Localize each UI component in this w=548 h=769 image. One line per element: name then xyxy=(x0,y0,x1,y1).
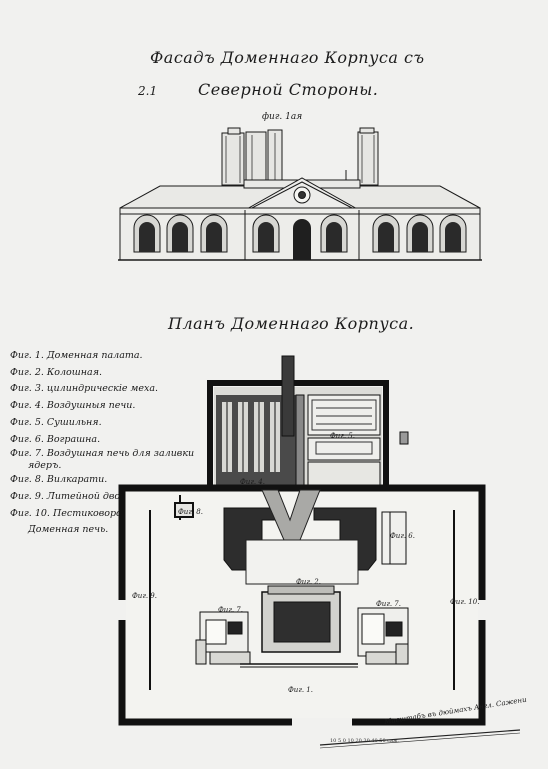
plan-casting-pit xyxy=(261,585,341,653)
scale-numbers: 10 5 0 10 20 30 40 50 саж. xyxy=(330,738,400,744)
facade-window-opening xyxy=(206,222,222,252)
plan-title: Планъ Доменнаго Корпуса. xyxy=(168,314,415,333)
facade-window-opening xyxy=(139,222,155,252)
plan-label-fig7b: Фиг. 7. xyxy=(376,600,401,608)
legend-item: Фиг. 8. Вилкарати. xyxy=(10,474,108,486)
facade-title-line1: Фасадъ Доменнаго Корпуса съ xyxy=(150,48,425,67)
plan-label-fig5: Фиг. 5. xyxy=(330,432,355,440)
plan-upper-block xyxy=(207,355,409,494)
facade-window-opening xyxy=(258,222,274,252)
plan-legend: Фиг. 1. Доменная палата. Фиг. 2. Колошна… xyxy=(10,348,210,539)
facade-figure-number: 2.1 xyxy=(138,84,158,98)
facade-window-opening xyxy=(326,222,342,252)
legend-item: Фиг. 9. Литейной дворъ. xyxy=(10,490,136,502)
plan-label-fig4: Фиг. 4. xyxy=(240,478,265,486)
legend-item: Фиг. 4. Воздушныя печи. xyxy=(10,400,136,412)
legend-item: Фиг. 1. Доменная палата. xyxy=(10,350,143,361)
plan-air-furnace-right xyxy=(357,607,409,665)
facade-title-line2: Северной Стороны. xyxy=(198,80,379,99)
facade-window-opening xyxy=(445,222,461,252)
plan-inner-walls xyxy=(149,495,455,690)
legend-item: Фиг. 6. Вограшна. xyxy=(10,433,101,445)
legend-item: Доменная печь. xyxy=(28,524,109,536)
chimney-right xyxy=(357,127,379,186)
legend-item: Фиг. 7. Воздушная печь для заливки xyxy=(10,448,195,460)
chimney-center xyxy=(245,129,283,186)
legend-item: Фиг. 2. Колошная. xyxy=(10,366,102,378)
scale-bar xyxy=(319,729,521,749)
plan-label-fig6: Фиг. 6. xyxy=(390,532,415,540)
legend-item: ядеръ. xyxy=(28,460,62,472)
plan-air-furnace-left xyxy=(195,611,251,665)
plan-label-fig8: Фиг. 8. xyxy=(178,508,203,516)
facade-windows xyxy=(133,214,467,260)
plan-label-fig2: Фиг. 2. xyxy=(296,578,321,586)
facade-figure-label: фиг. 1ая xyxy=(262,112,303,122)
legend-item: Фиг. 3. цилиндрическiе меха. xyxy=(10,383,159,395)
plan-label-fig9: Фиг. 9. xyxy=(132,592,157,600)
legend-item: Фиг. 10. Пестиковорочн. xyxy=(10,507,137,519)
chimney-left xyxy=(221,127,245,186)
facade-window-opening xyxy=(378,222,394,252)
legend-item: Фиг. 5. Сушильня. xyxy=(10,416,102,428)
plan-label-fig7a: Фиг. 7. xyxy=(218,606,243,614)
facade-window-opening xyxy=(172,222,188,252)
plan-label-fig1: Фиг. 1. xyxy=(288,686,313,694)
plan-furnaces xyxy=(223,489,407,585)
facade-window-opening xyxy=(412,222,428,252)
plan-label-fig10: Фиг. 10. xyxy=(450,598,480,606)
facade-door xyxy=(293,219,311,260)
